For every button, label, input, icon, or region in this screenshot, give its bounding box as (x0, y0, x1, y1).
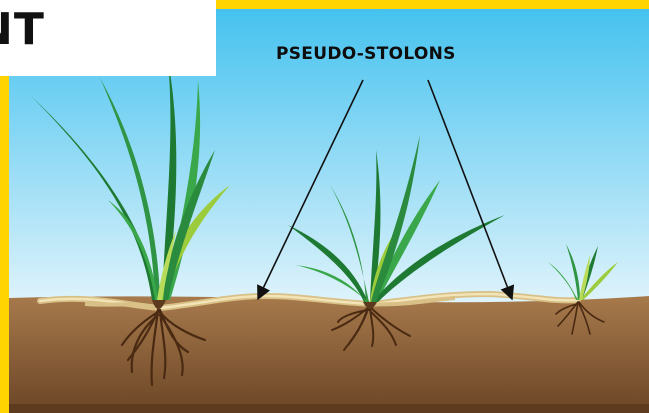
title-text: NT (0, 8, 45, 52)
pseudo-stolons-label: PSEUDO-STOLONS (276, 44, 536, 64)
title-box: NT (0, 0, 216, 76)
soil-edge (9, 404, 649, 413)
soil (9, 296, 649, 413)
